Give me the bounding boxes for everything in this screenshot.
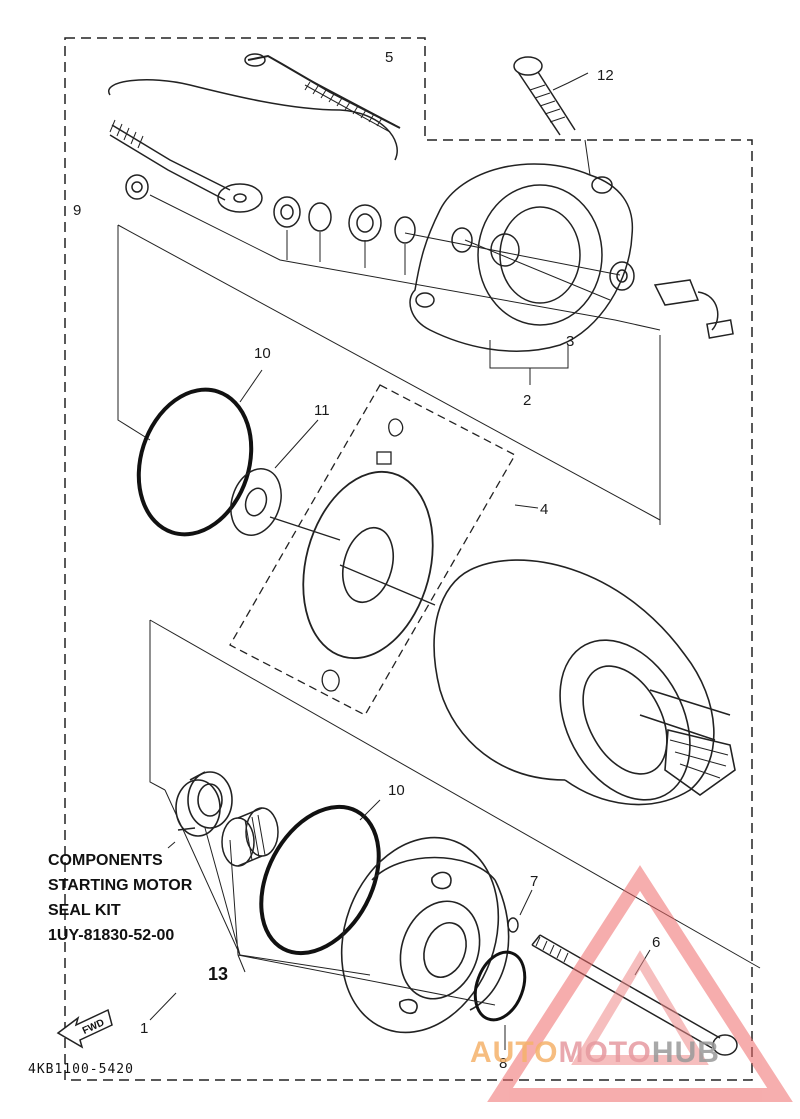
- callout-13: 13: [208, 964, 228, 984]
- lead-wire-5: [107, 53, 401, 213]
- leader-11: [274, 419, 319, 469]
- callout-4: 4: [540, 501, 548, 518]
- leader-lines-lower: [149, 789, 651, 1050]
- lead-spring-coils: [109, 81, 383, 149]
- bolt-12: [513, 56, 576, 136]
- callout-8: 8: [499, 1055, 507, 1072]
- callout-12: 12: [597, 67, 614, 84]
- callout-6: 6: [652, 934, 660, 951]
- watermark-text: AUTOMOTOHUB: [470, 1036, 720, 1070]
- seal-kit-caption: COMPONENTS STARTING MOTOR SEAL KIT 1UY-8…: [48, 848, 192, 948]
- callout-10-lower: 10: [388, 782, 405, 799]
- washer-11: [230, 468, 282, 536]
- callout-5: 5: [385, 49, 393, 66]
- rear-cover: [409, 163, 734, 352]
- assembly-boundary: [64, 37, 753, 1081]
- callout-7: 7: [530, 873, 538, 890]
- fwd-arrow: FWD: [56, 1008, 113, 1049]
- callout-2: 2: [523, 392, 531, 409]
- motor-yoke: [433, 559, 736, 806]
- o-ring-10-lower: [259, 804, 381, 956]
- caption-line-1: COMPONENTS: [48, 852, 163, 869]
- callout-11: 11: [314, 402, 330, 419]
- o-ring-8: [473, 950, 527, 1022]
- leader-lines-top: [149, 72, 661, 385]
- watermark-part-3: HUB: [651, 1036, 720, 1069]
- leader-10-upper: [239, 369, 263, 403]
- leader-4: [514, 504, 539, 509]
- caption-line-3: SEAL KIT: [48, 902, 121, 919]
- oil-seal: [175, 771, 233, 837]
- watermark-part-1: AUTO: [470, 1036, 559, 1069]
- watermark-part-2: MOTO: [558, 1036, 652, 1069]
- callout-1: 1: [140, 1020, 148, 1037]
- o-ring-7: [507, 917, 519, 933]
- callout-10-upper: 10: [254, 345, 271, 362]
- needle-bearing: [221, 807, 279, 867]
- watermark-logo: [487, 865, 793, 1102]
- o-ring-10-upper: [136, 387, 254, 537]
- bracket-upper: [117, 224, 661, 525]
- washer-row: [125, 174, 635, 291]
- callout-3: 3: [566, 333, 574, 350]
- brush-kit-4: [229, 384, 516, 716]
- callout-9: 9: [73, 202, 81, 219]
- caption-line-4: 1UY-81830-52-00: [48, 927, 175, 944]
- caption-line-2: STARTING MOTOR: [48, 877, 193, 894]
- front-cover: [340, 836, 510, 1034]
- diagram-code: 4KB1100-5420: [28, 1062, 134, 1077]
